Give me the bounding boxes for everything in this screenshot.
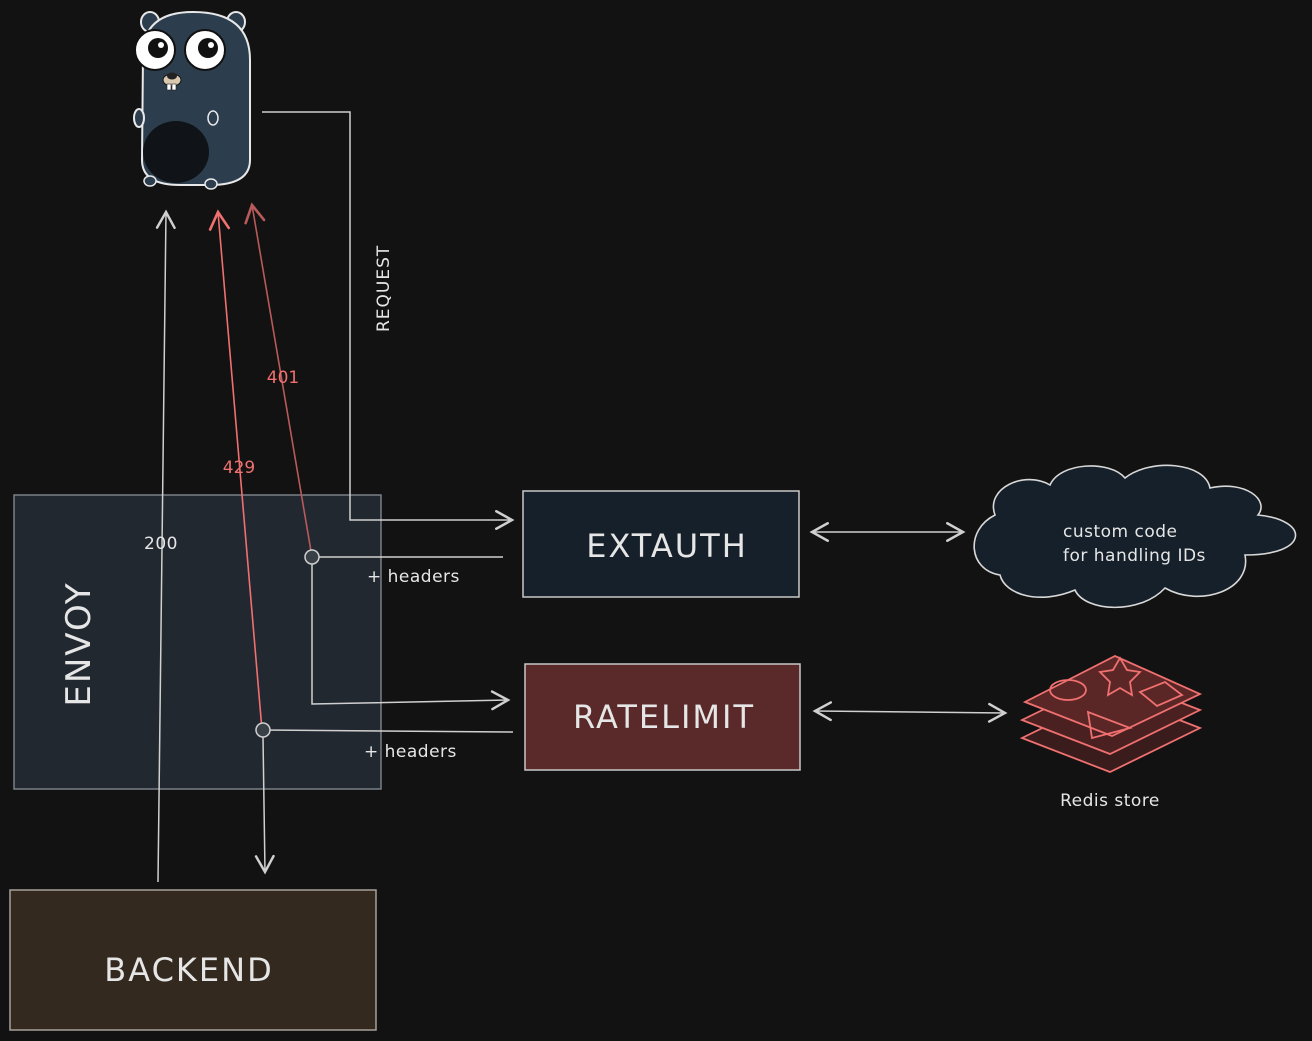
cloud-line-2: for handling IDs [1063,546,1206,566]
backend-label: BACKEND [104,951,273,989]
response-200-edge: 200 [144,209,178,883]
backend-node: BACKEND [9,889,377,1031]
ratelimit-headers-edge: + headers [254,722,514,875]
status-429-label: 429 [223,458,255,478]
ratelimit-redis-edge [812,701,1008,723]
request-label: REQUEST [374,245,394,332]
ratelimit-headers-label: + headers [364,742,457,762]
envoy-to-ratelimit-edge [311,564,511,711]
ratelimit-label: RATELIMIT [573,698,755,736]
gopher-mascot-icon [133,10,251,190]
envoy-label: ENVOY [59,581,99,706]
cloud-line-1: custom code [1063,522,1178,542]
response-401-edge: 401 [244,202,313,558]
status-200-label: 200 [144,534,178,554]
redis-label: Redis store [1060,791,1160,811]
envoy-node: ENVOY [13,494,382,790]
extauth-headers-label: + headers [367,567,460,587]
extauth-headers-edge: + headers [304,549,503,587]
extauth-node: EXTAUTH [522,490,800,598]
custom-code-cloud: custom code for handling IDs [973,464,1297,609]
status-401-label: 401 [267,368,299,388]
redis-store-icon: Redis store [1019,655,1203,811]
request-edge: REQUEST [262,111,515,530]
extauth-label: EXTAUTH [586,527,748,565]
response-429-edge: 429 [208,209,263,731]
ratelimit-node: RATELIMIT [524,663,801,771]
